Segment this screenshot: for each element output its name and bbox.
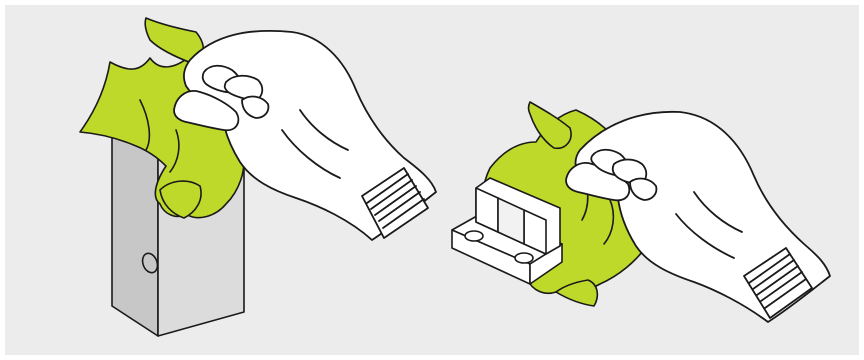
tall-block-front: [112, 128, 158, 336]
bracket-hole-right: [515, 253, 533, 263]
scene-left: [80, 18, 436, 336]
bracket-hole-left: [465, 231, 483, 241]
scene-right: [452, 102, 830, 322]
cleaning-illustration: [5, 5, 859, 355]
illustration-frame: [5, 5, 859, 355]
